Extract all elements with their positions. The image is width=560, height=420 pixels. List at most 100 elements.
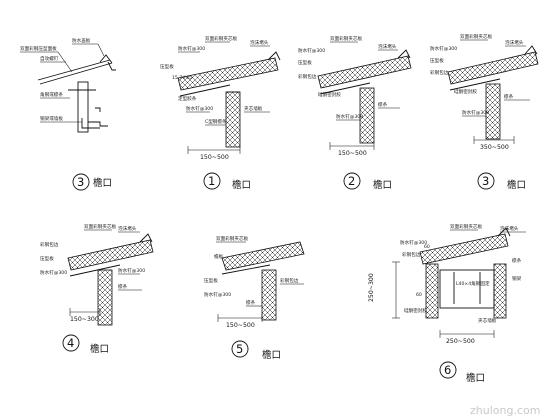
note-2: 泡沫堵头 (118, 225, 137, 232)
dim-width: 150~500 (226, 322, 255, 329)
note-7: 夹芯墙板 (244, 105, 263, 112)
detail-title: 檐口 (466, 372, 485, 384)
detail-number: 4 (67, 336, 74, 350)
note-7: 夹芯墙板 (478, 317, 497, 324)
note-1: 双面彩钢夹芯板 (205, 35, 238, 42)
note-60b: 60 (416, 292, 422, 298)
note-2: 檐板 (214, 253, 224, 260)
note-6: 檩条 (504, 93, 514, 100)
detail-title: 檐口 (507, 179, 526, 191)
detail-title: 檐口 (93, 177, 112, 189)
ridge-flashing (139, 233, 153, 243)
purlin (68, 89, 101, 112)
note-spec: 防水钉@300 (178, 45, 205, 52)
note-3: 自攻螺钉 (40, 55, 59, 62)
wall-panel-left (425, 263, 439, 319)
note-60: 60 (424, 244, 430, 250)
note-1: 双面彩钢夹芯板 (216, 235, 249, 242)
note-3: 压型板 (298, 59, 312, 66)
note-2: 防水盖板 (72, 37, 91, 44)
detail-3a: 双面彩钢压型面板 防水盖板 自攻螺钉 角钢或檩条 钢梁或墙板 3 檐口 (20, 37, 116, 191)
roof-panel (67, 239, 154, 271)
ridge-flashing (267, 51, 281, 61)
roof-panel (419, 233, 509, 265)
dim-width: 150~300 (70, 316, 99, 323)
wall-panel-right (493, 263, 507, 319)
note-2: 泡沫堵头 (378, 43, 397, 50)
detail-title: 檐口 (90, 343, 109, 355)
note-4: 防水钉@300 (118, 267, 145, 274)
detail-number: 6 (444, 363, 451, 377)
note-1: 双面彩钢夹芯板 (330, 35, 363, 42)
note-angle: L40×4角钢固定 (456, 280, 490, 287)
note-6: 钢梁 (512, 275, 522, 282)
note-1: 双面彩钢夹芯板 (460, 33, 493, 40)
note-2: 泡沫堵头 (505, 39, 524, 46)
detail-number-circle (72, 173, 90, 191)
detail-number-circle (203, 172, 221, 190)
wall-panel (359, 87, 375, 144)
gutter-box (439, 269, 495, 309)
note-5: 彩钢包边 (298, 73, 317, 80)
watermark: zhulong.com (470, 404, 540, 417)
note-spec: 防水钉@300 (204, 291, 231, 298)
detail-4: 150~300 双面彩钢夹芯板 泡沫堵头 彩钢包边 压型板 防水钉@300 檩条… (40, 223, 154, 355)
note-3: 压型板 (430, 57, 444, 64)
base-angle (81, 118, 108, 129)
detail-number: 2 (348, 174, 355, 188)
note-5: 彩钢包边 (280, 277, 299, 284)
note-3: 压型板 (40, 255, 54, 262)
eave-flashing (107, 61, 116, 71)
note-6: 檩条 (246, 299, 256, 306)
detail-number-circle (439, 361, 457, 379)
note-9: 定型胶条 (178, 95, 197, 102)
note-4: 角钢或檩条 (40, 91, 63, 98)
detail-number: 3 (77, 175, 84, 189)
wall-panel (97, 269, 113, 326)
roof-panel (177, 57, 279, 91)
detail-title: 檐口 (373, 179, 392, 191)
note-4: 檩条 (512, 257, 522, 264)
note-4: 防水钉@300 (336, 113, 363, 120)
column (77, 81, 89, 133)
note-spec: 防水钉@300 (40, 269, 67, 276)
dim-width: 150~500 (338, 150, 367, 157)
dim-width: 350~500 (480, 144, 509, 151)
roof-panel (221, 241, 305, 271)
dim-height: 250~300 (368, 273, 375, 302)
note-7: 硅酮密封胶 (454, 88, 477, 95)
ridge-flashing (497, 227, 511, 237)
note-4: 防水钉@300 (462, 109, 489, 116)
note-5: 硅酮密封胶 (404, 307, 427, 314)
wall-panel (261, 269, 277, 321)
note-6: 防水钉@300 (186, 105, 213, 112)
wall-panel (485, 83, 501, 140)
note-4: C型钢檩条 (205, 118, 227, 125)
note-1: 双面彩钢夹芯板 (450, 223, 483, 230)
ridge-cap (99, 54, 113, 64)
detail-number-circle (231, 340, 249, 358)
detail-number-circle (62, 334, 80, 352)
roof-panel (447, 51, 539, 85)
note-5: 钢梁或墙板 (40, 115, 63, 122)
detail-6: 250~300 250~500 L40×4角钢固定 60 60 防水钉@300 … (368, 223, 526, 384)
detail-3b: 350~500 双面彩钢夹芯板 泡沫堵头 防水钉@300 压型板 彩钢包边 硅酮… (430, 33, 539, 191)
note-5: 彩钢包边 (430, 69, 449, 76)
roof-panel (317, 55, 412, 89)
note-spec: 防水钉@300 (430, 45, 457, 52)
note-6: 檩条 (378, 101, 388, 108)
detail-number: 3 (482, 174, 489, 188)
detail-number-circle (477, 172, 495, 190)
ridge-flashing (397, 49, 411, 59)
note-3: 压型板 (204, 277, 218, 284)
ridge-flashing (524, 45, 538, 55)
note-1: 双面彩钢压型面板 (20, 45, 57, 52)
roof-sheet (37, 59, 113, 85)
detail-title: 檐口 (232, 179, 251, 191)
note-spec: 防水钉@300 (400, 239, 427, 246)
detail-1: 150~500 双面彩钢夹芯板 泡沫堵头 防水钉@300 压型板 15.7#45… (160, 35, 281, 191)
note-8: 15.7#45 (172, 75, 192, 81)
detail-number: 5 (236, 342, 243, 356)
detail-number: 1 (208, 174, 215, 188)
